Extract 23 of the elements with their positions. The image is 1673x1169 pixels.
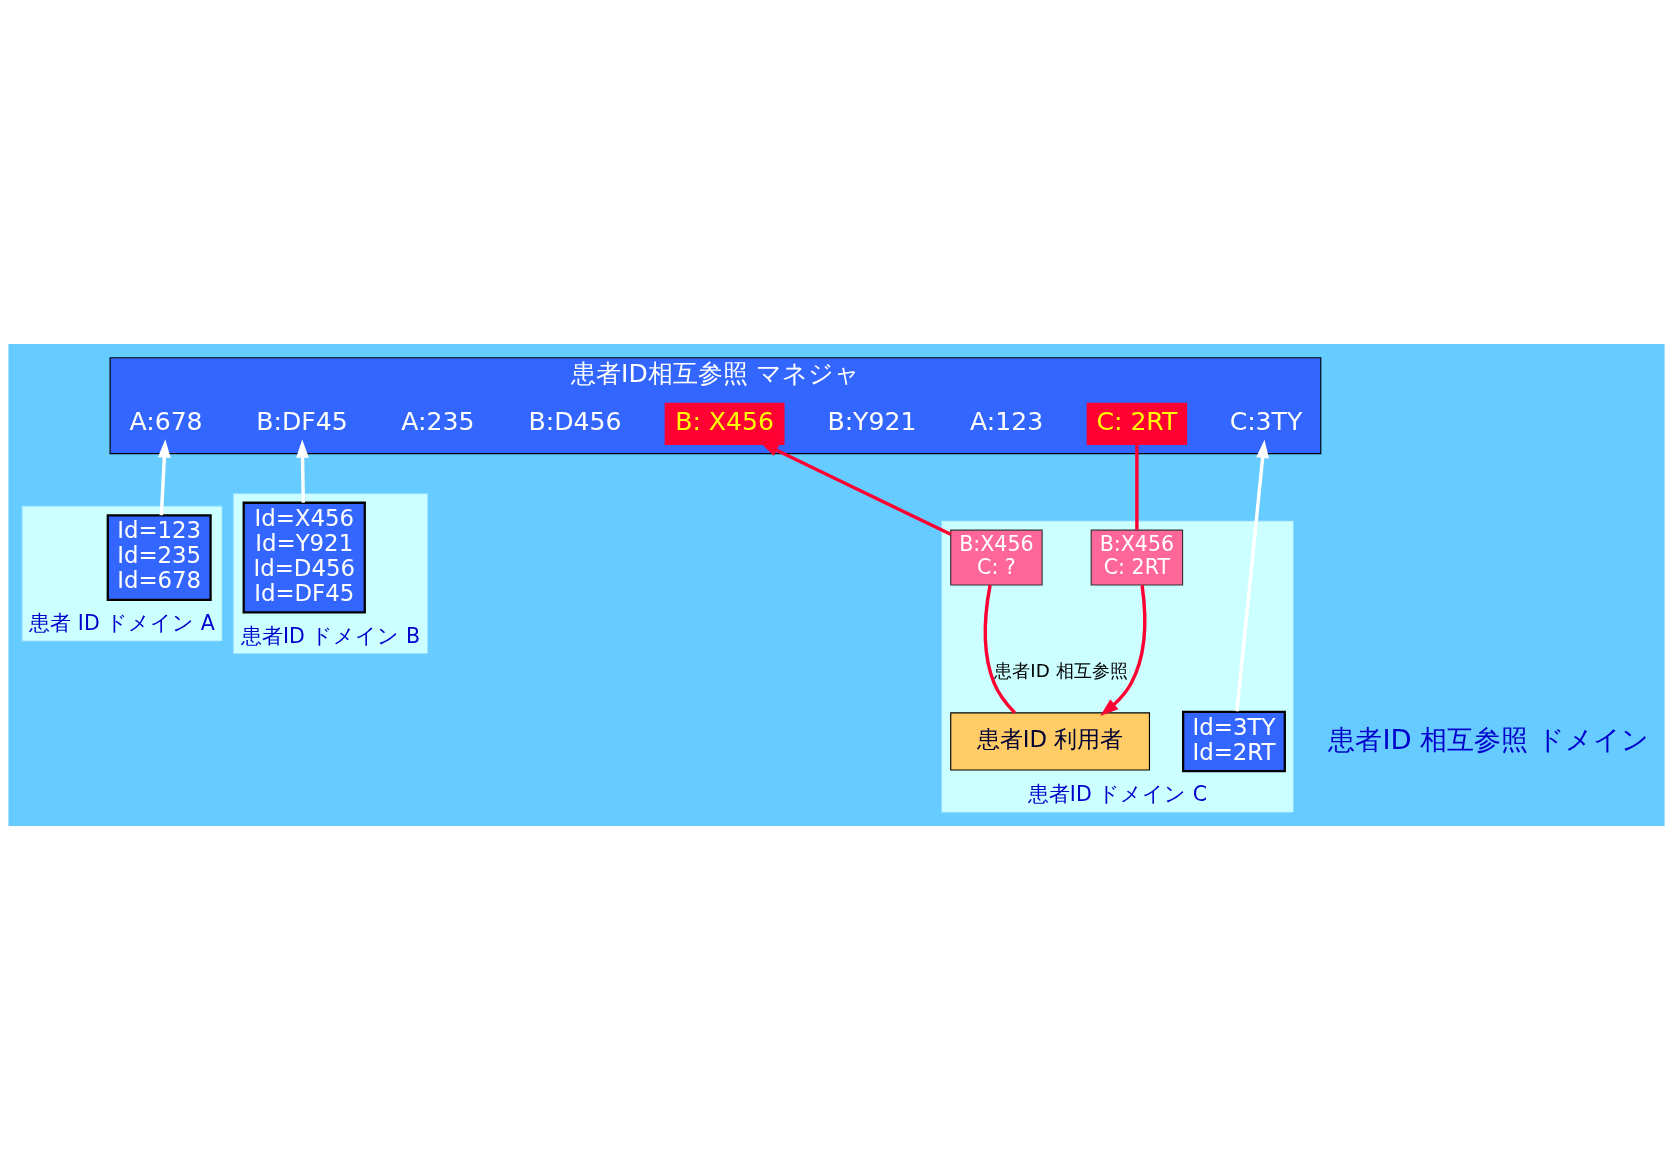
node-text: C:3TY [1229, 406, 1303, 436]
node-box: C: 2RT [1086, 402, 1188, 445]
node-box: Id=123 Id=235 Id=678 [106, 513, 212, 601]
node-text: B:D456 [528, 406, 622, 436]
node-box: B: X456 [664, 402, 785, 445]
node-text: B:DF45 [256, 406, 348, 436]
arrow [1235, 439, 1269, 711]
node-text: A:123 [970, 406, 1044, 436]
connector [983, 584, 1017, 714]
edge-label: 患者ID 相互参照 [994, 659, 1128, 681]
connector [1135, 444, 1139, 530]
node-text: A:235 [401, 406, 475, 436]
arrow [1100, 584, 1147, 716]
node-box: Id=3TY Id=2RT [1182, 710, 1286, 772]
node-box: B:X456 C: 2RT [1090, 529, 1184, 586]
arrow [296, 438, 309, 503]
node-text: B:Y921 [827, 406, 917, 436]
label: 患者ID 相互参照 ドメイン [1328, 723, 1649, 755]
node-box: Id=X456 Id=Y921 Id=D456 Id=DF45 [242, 501, 366, 614]
node-box: B:X456 C: ? [950, 529, 1043, 586]
arrow [157, 438, 171, 515]
node-text: A:678 [129, 406, 203, 436]
node-box: 患者ID 利用者 [950, 711, 1151, 771]
